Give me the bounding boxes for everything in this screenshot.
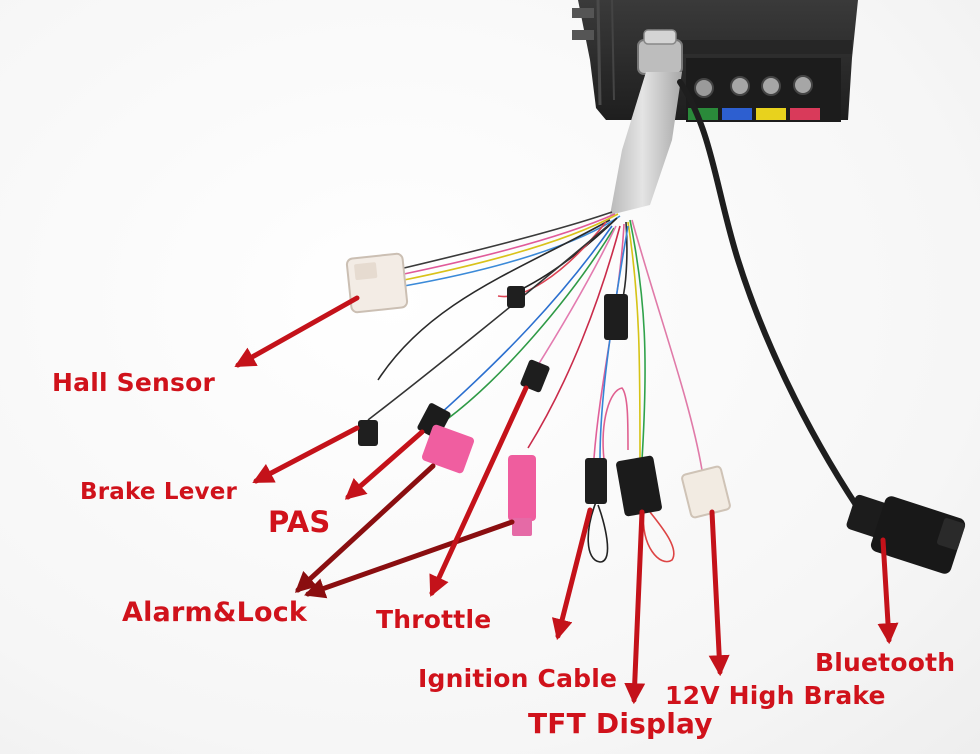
bluetooth-usb-connector [846,494,966,574]
label-tft-display: TFT Display [528,707,713,740]
cable-gland [637,29,683,75]
arrow-bluetooth [877,537,899,645]
label-brake-lever: Brake Lever [80,479,238,505]
brake-lever-connector [358,420,378,446]
terminal-color-tab [756,108,786,120]
power-terminals [694,75,813,98]
label-hall-sensor: Hall Sensor [52,368,215,397]
arrow-alarm-lock-2 [304,519,515,599]
arrow-throttle [429,385,529,597]
wire-bundle [367,211,703,471]
terminal-color-tab [790,108,820,120]
label-throttle: Throttle [376,605,492,634]
arrow-alarm-lock-1 [294,463,436,593]
cable-sheath [610,72,682,215]
alarm-lock-connector-pink-1 [421,424,475,474]
arrow-brake-lever [252,425,360,484]
label-alarm-lock: Alarm&Lock [122,597,308,628]
label-ignition-cable: Ignition Cable [418,664,618,693]
label-bluetooth: Bluetooth [815,648,956,677]
controller-box [572,0,858,122]
arrow-tft-display [624,509,646,705]
label-pas: PAS [268,505,331,539]
annotation-arrows [234,295,899,705]
throttle-connector [520,359,550,393]
connector-black-mid [604,294,628,340]
loop-wires [587,387,675,563]
arrow-hall-sensor [234,295,360,368]
alarm-lock-connector-pink-2 [508,455,536,536]
label-12v-high-brake: 12V High Brake [665,681,886,710]
arrow-ignition [551,507,593,641]
tft-display-connector [616,455,662,517]
arrow-pas [344,429,425,500]
ignition-connector [585,458,607,504]
high-brake-connector [681,465,731,519]
terminal-color-tab [722,108,752,120]
bluetooth-cable [677,79,861,511]
hall-sensor-connector [345,252,409,314]
arrow-high-brake [708,509,730,677]
connector-small-black [507,286,525,308]
